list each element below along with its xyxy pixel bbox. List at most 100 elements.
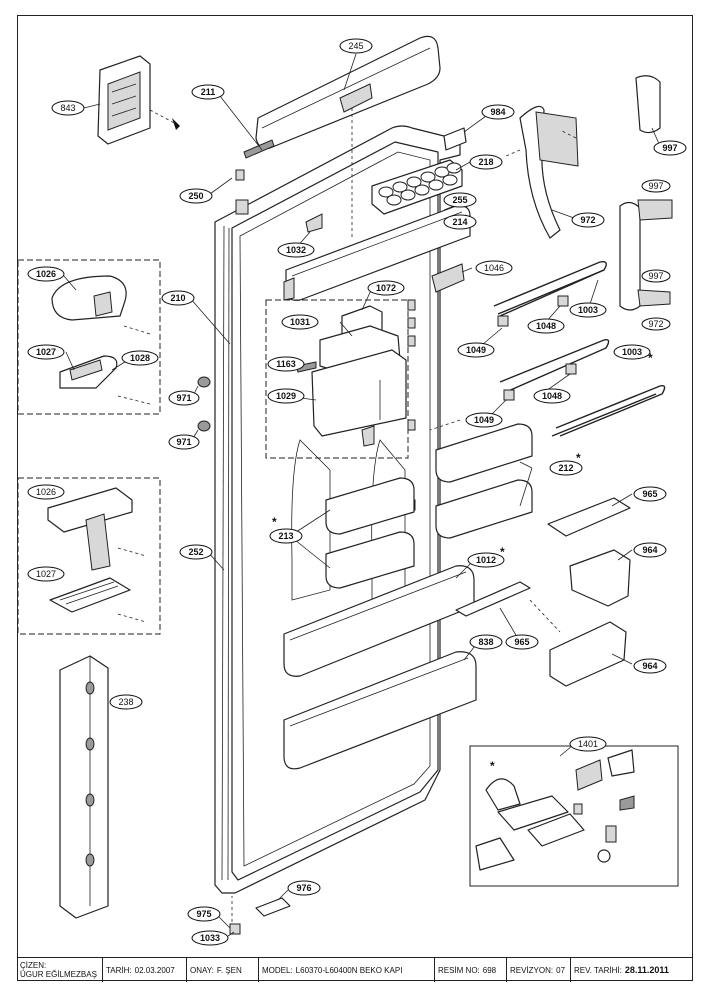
hinge-kit-parts [475,749,635,871]
svg-text:1048: 1048 [542,391,562,401]
button-upper [197,376,211,388]
callout-245: 245 [339,38,373,54]
svg-text:1031: 1031 [290,317,310,327]
model-label: MODEL: [262,965,293,975]
callout-1048-bottom: 1048 [533,388,571,404]
drawer-label: ÇİZEN: [20,961,47,970]
callout-964-top: 964 [633,542,667,558]
callout-214: 214 [443,214,477,230]
svg-text:1027: 1027 [36,569,56,579]
approval-value: F. ŞEN [216,965,242,975]
svg-text:250: 250 [188,191,203,201]
callout-1072: 1072 [367,280,405,296]
svg-text:1032: 1032 [286,245,306,255]
callout-255: 255 [443,192,477,208]
svg-text:1049: 1049 [474,415,494,425]
approval-label: ONAY: [190,965,214,975]
callout-1401: 1401 [569,736,607,752]
svg-text:975: 975 [196,909,211,919]
rev-date-value: 28.11.2011 [624,965,669,975]
svg-text:213: 213 [278,531,293,541]
svg-text:238: 238 [118,697,133,707]
model-cell: MODEL: L60370-L60400N BEKO KAPI [259,958,435,982]
svg-text:218: 218 [478,157,493,167]
side-handle [619,199,673,311]
svg-text:997: 997 [662,143,677,153]
callout-971-top: 971 [168,390,200,406]
callout-997-top: 997 [653,140,687,156]
svg-text:214: 214 [452,217,467,227]
svg-text:971: 971 [176,437,191,447]
bin-964 [549,621,627,687]
clip-1048-b [565,363,577,375]
callout-972-lower: 972 [641,317,671,331]
drawing-no-label: RESİM NO: [438,965,480,975]
callout-976: 976 [287,880,321,896]
svg-text:997: 997 [648,181,663,191]
control-board [97,55,151,145]
title-block: ÇİZEN: ÜGUR EĞİLMEZBAŞ TARİH: 02.03.2007… [17,957,693,982]
revision-cell: REVİZYON: 07 [507,958,571,982]
end-cap [635,75,661,134]
svg-text:1072: 1072 [376,283,396,293]
svg-text:971: 971 [176,393,191,403]
inset-dispenser-top [17,259,161,415]
callout-1027-bottom: 1027 [27,566,65,582]
rev-date-label: REV. TARİHİ: [574,965,622,975]
callout-1032: 1032 [277,242,315,258]
ice-guide [547,497,631,537]
callout-972-top: 972 [571,212,605,228]
callout-213: 213 [269,528,303,544]
svg-text:965: 965 [642,489,657,499]
callout-1163: 1163 [267,356,305,372]
clip [443,127,467,151]
callout-210: 210 [161,290,195,306]
clip-1049-b [503,389,515,401]
button-lower [197,420,211,432]
svg-text:255: 255 [452,195,467,205]
asterisk-1012: * [500,545,505,559]
inset-dispenser-bottom [17,477,161,635]
svg-text:965: 965 [514,637,529,647]
callout-250: 250 [179,188,213,204]
callout-1027-top: 1027 [27,344,65,360]
wire-brackets [493,260,666,437]
upper-door-shelf [283,205,471,301]
callout-997-lower: 997 [641,269,671,283]
callout-1029: 1029 [267,388,305,404]
svg-text:972: 972 [648,319,663,329]
callout-252: 252 [179,544,213,560]
callout-layer: 843 245 211 984 997 218 250 255 214 972 … [27,38,687,946]
drawing-no-value: 698 [482,965,497,975]
svg-text:1029: 1029 [276,391,296,401]
svg-text:1027: 1027 [36,347,56,357]
callout-1049-bottom: 1049 [465,412,503,428]
dispenser-group-box [265,299,409,459]
date-label: TARİH: [106,965,132,975]
callout-975: 975 [187,906,221,922]
dispenser-tank [295,305,407,447]
svg-text:838: 838 [478,637,493,647]
callout-838: 838 [469,634,503,650]
small-shelves [325,477,415,589]
callout-1033: 1033 [191,930,229,946]
callout-238: 238 [109,694,143,710]
svg-text:1003: 1003 [622,347,642,357]
svg-text:1033: 1033 [200,933,220,943]
callout-964-bottom: 964 [633,658,667,674]
callout-1003-bottom: 1003 [613,344,651,360]
callout-965-top: 965 [633,486,667,502]
trim-strip [243,139,275,159]
callout-1012: 1012 [467,552,505,568]
svg-text:1026: 1026 [36,269,56,279]
callout-971-bottom: 971 [168,434,200,450]
exploded-parts-diagram: * * * * * * 843 245 211 984 997 218 250 … [17,35,687,946]
asterisk-213: * [272,515,277,529]
revision-value: 07 [556,965,566,975]
callout-1003-top: 1003 [569,302,607,318]
clip-1046 [431,263,465,293]
approval-cell: ONAY: F. ŞEN [187,958,259,982]
svg-text:972: 972 [580,215,595,225]
asterisk-1003-bottom: * [648,351,653,365]
callout-211: 211 [191,84,225,100]
